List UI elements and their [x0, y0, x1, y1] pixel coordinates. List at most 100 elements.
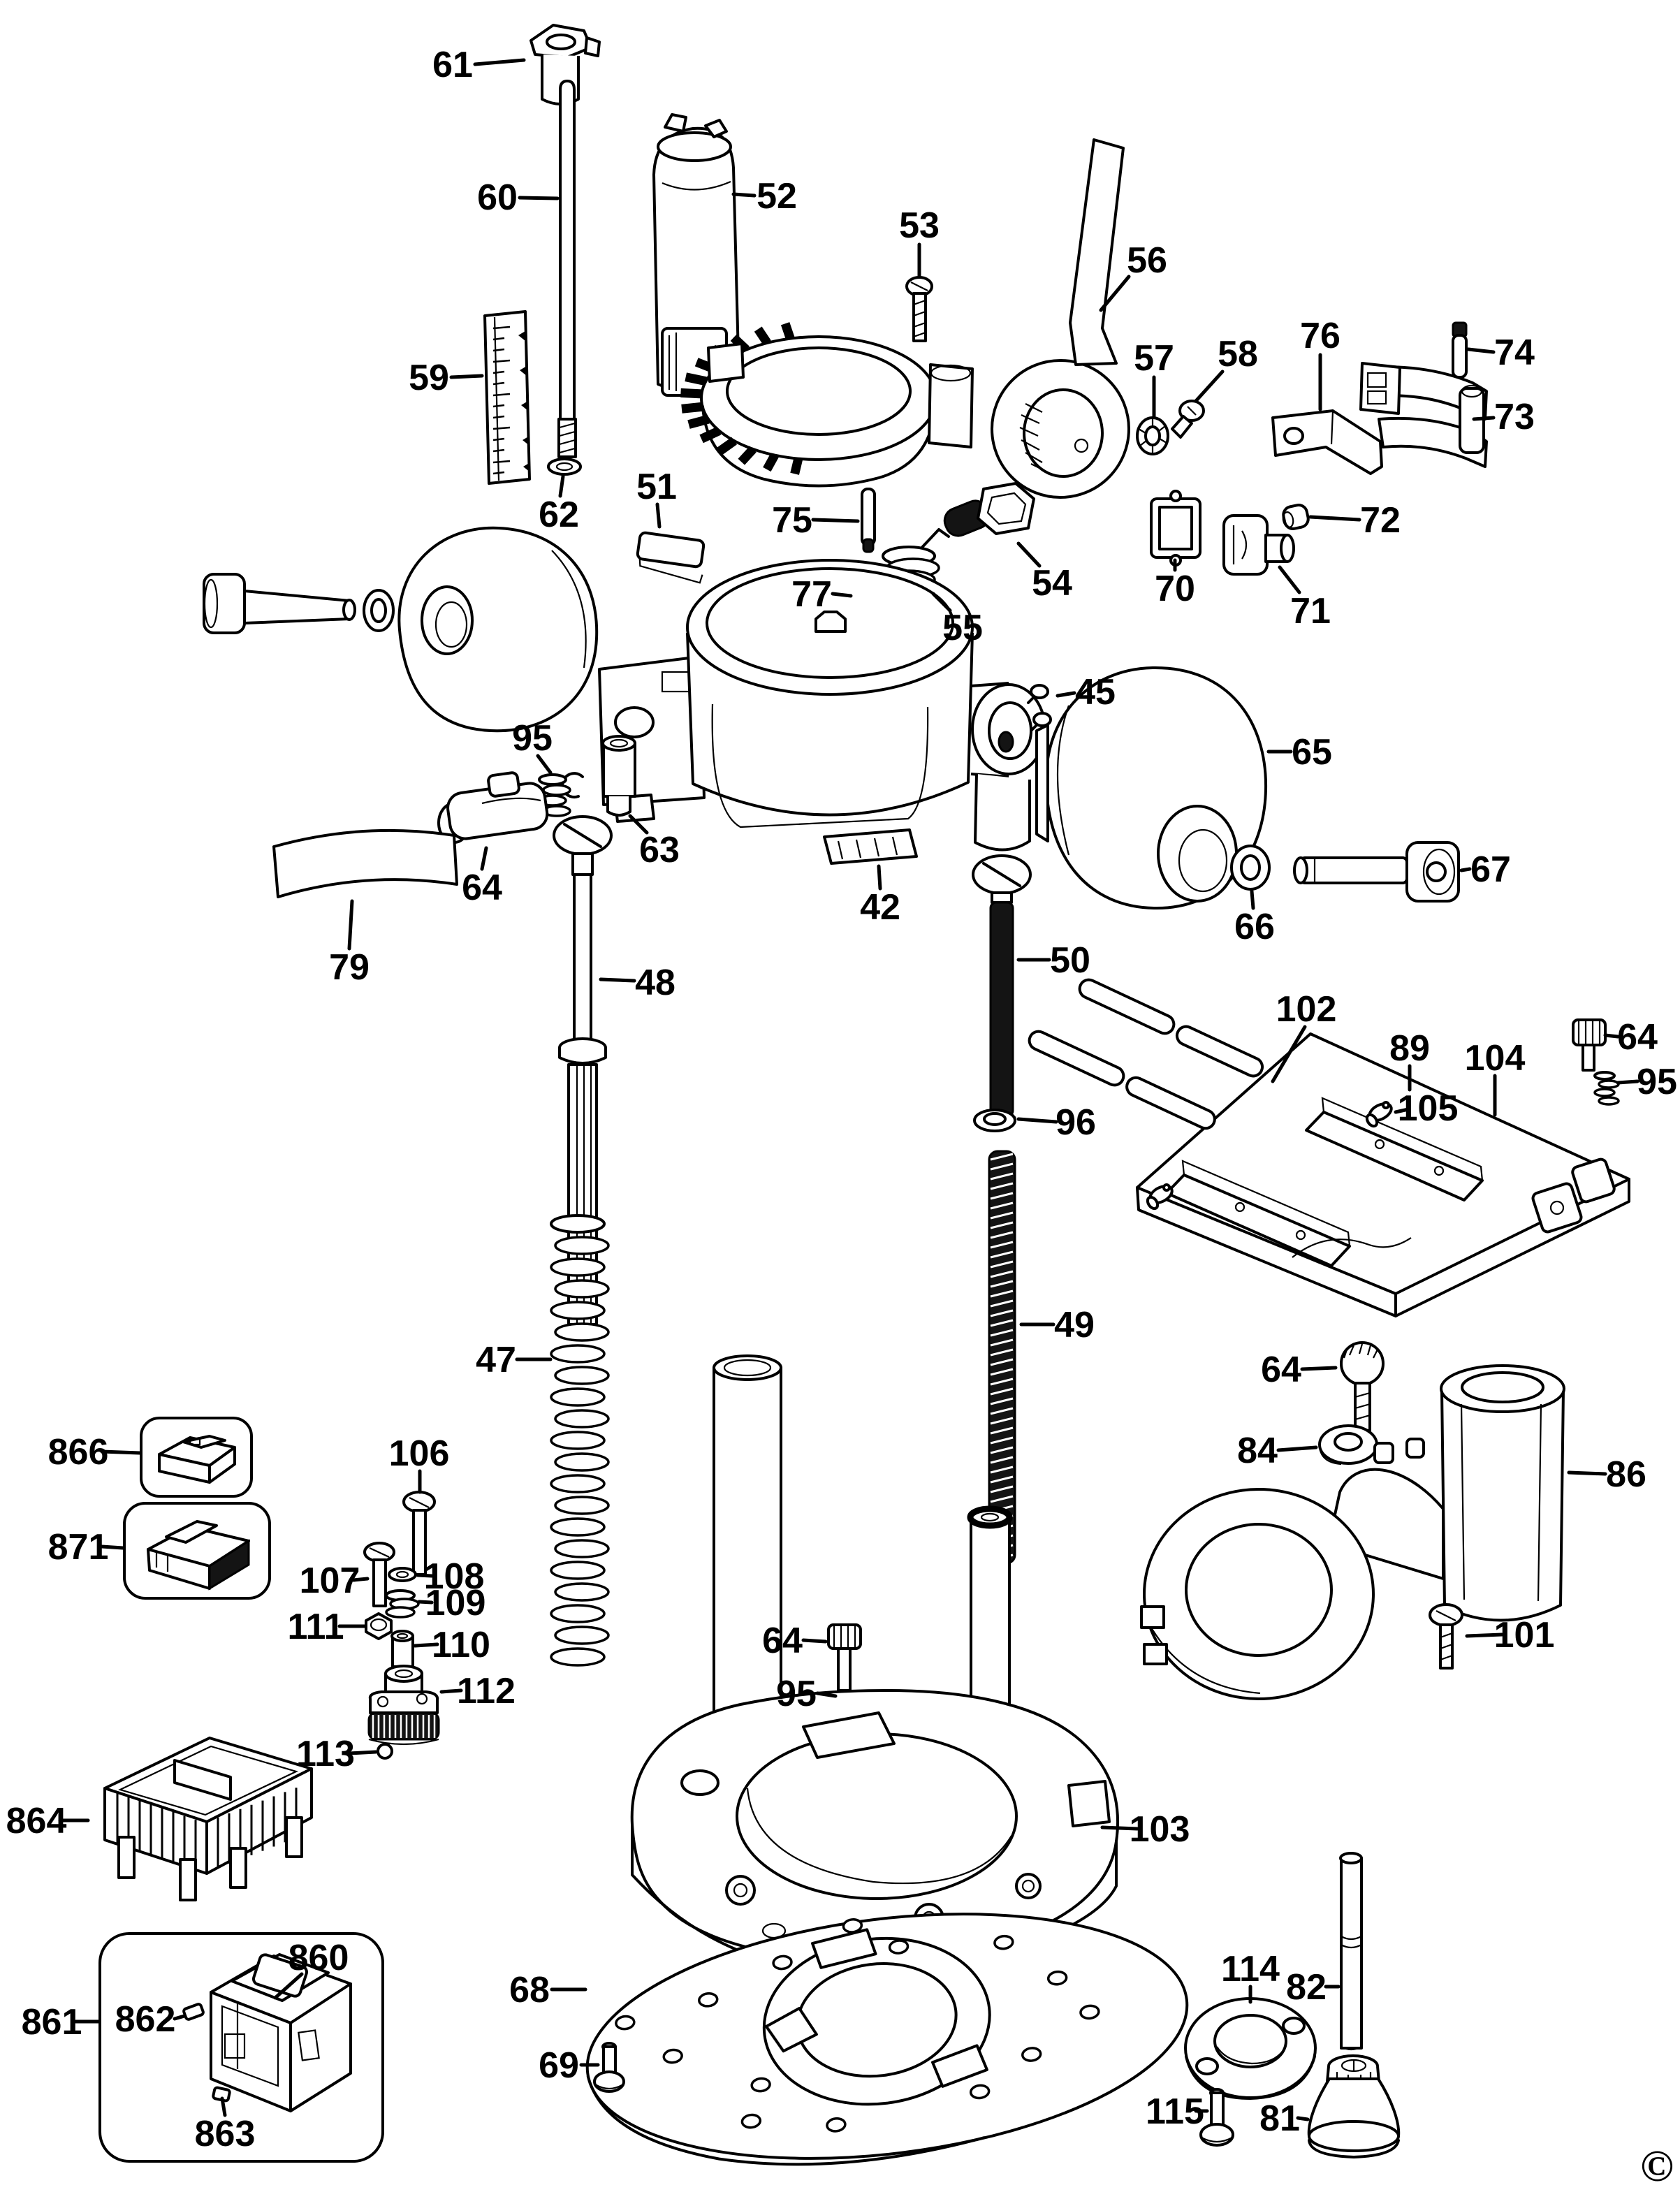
leader-line-51 — [655, 502, 662, 529]
cam-112-drawing — [367, 1665, 440, 1746]
leader-line-107 — [351, 1577, 370, 1582]
grommet-84-drawing — [1318, 1424, 1378, 1466]
part-label-42: 42 — [860, 887, 900, 928]
nut-111-drawing — [365, 1612, 393, 1640]
part-label-95: 95 — [776, 1674, 817, 1714]
kitbox-box-861 — [98, 1932, 384, 2163]
sleeve-110-drawing — [390, 1630, 414, 1671]
part-label-77: 77 — [791, 574, 832, 615]
part-label-111: 111 — [287, 1607, 344, 1647]
depth-rod-60-drawing — [557, 80, 577, 458]
leader-line-61 — [473, 58, 526, 66]
part-label-57: 57 — [1134, 338, 1174, 379]
leader-line-48 — [599, 977, 636, 983]
leader-line-52 — [731, 192, 757, 198]
spring-109-drawing — [385, 1589, 420, 1619]
part-label-103: 103 — [1130, 1809, 1190, 1850]
part-label-108: 108 — [424, 1556, 485, 1597]
leader-line-96 — [1016, 1117, 1058, 1124]
rod-60-thread — [557, 418, 577, 458]
part-label-96: 96 — [1056, 1102, 1096, 1143]
part-label-81: 81 — [1259, 2098, 1300, 2139]
part-label-866: 866 — [48, 1432, 109, 1473]
leader-line-862 — [173, 2014, 187, 2021]
pad-51-drawing — [636, 531, 706, 584]
ball-113-drawing — [377, 1743, 393, 1760]
part-label-62: 62 — [539, 495, 579, 535]
depth-stop-knob-61-drawing — [529, 24, 601, 105]
part-label-862: 862 — [115, 1999, 176, 2040]
left-handle-bolt-drawing — [203, 573, 356, 634]
bracket-76-drawing — [1271, 409, 1383, 475]
guide-bush-114-drawing — [1184, 1997, 1317, 2100]
part-label-76: 76 — [1300, 316, 1341, 356]
leader-line-871 — [100, 1544, 125, 1550]
part-label-49: 49 — [1054, 1305, 1095, 1345]
part-label-871: 871 — [48, 1527, 109, 1568]
leader-line-42 — [877, 864, 882, 891]
edge-guide-89-drawing — [1136, 1032, 1630, 1317]
leader-line-54 — [1016, 541, 1042, 568]
part-label-51: 51 — [636, 467, 677, 507]
part-label-69: 69 — [539, 2045, 579, 2086]
part-label-67: 67 — [1470, 849, 1511, 890]
washer-62-drawing — [547, 458, 582, 476]
part-label-64: 64 — [762, 1621, 803, 1661]
leader-line-101 — [1465, 1632, 1504, 1638]
sole-plate-68-drawing — [585, 1913, 1189, 2166]
leader-line-81 — [1296, 2116, 1310, 2121]
part-label-55: 55 — [942, 608, 983, 648]
link-73-drawing — [1359, 362, 1488, 468]
part-label-45: 45 — [1075, 672, 1116, 713]
pin-72-drawing — [1282, 504, 1310, 530]
adjust-rod-50-drawing — [972, 854, 1032, 1118]
plunge-spring-47-drawing — [550, 1214, 610, 1667]
leader-line-95 — [1616, 1079, 1639, 1085]
charger-871-drawing — [147, 1520, 250, 1591]
leader-line-77 — [831, 592, 853, 598]
pin-75-drawing — [861, 488, 876, 553]
kitbox-860-drawing — [210, 1953, 352, 2112]
leader-line-73 — [1472, 416, 1496, 421]
leader-line-112 — [439, 1688, 463, 1694]
part-label-86: 86 — [1606, 1454, 1646, 1495]
leader-line-64 — [480, 846, 488, 871]
leader-line-79 — [347, 899, 354, 951]
leader-line-86 — [1567, 1470, 1607, 1476]
battery-866-drawing — [158, 1435, 236, 1484]
leader-line-56 — [1099, 275, 1131, 312]
leader-line-63 — [628, 814, 649, 835]
part-label-50: 50 — [1050, 940, 1090, 981]
wing-screw-left — [1146, 1183, 1174, 1211]
part-label-56: 56 — [1127, 240, 1167, 281]
leader-line-103 — [1100, 1825, 1139, 1831]
leader-line-64 — [1603, 1033, 1620, 1039]
part-label-48: 48 — [635, 963, 675, 1003]
part-label-53: 53 — [899, 205, 940, 246]
screw-107-drawing — [363, 1542, 395, 1607]
part-label-73: 73 — [1494, 397, 1535, 437]
part-label-95: 95 — [512, 718, 553, 759]
spring-95-guide-drawing — [1593, 1071, 1620, 1106]
screw-69-drawing — [593, 2042, 625, 2093]
part-label-104: 104 — [1465, 1038, 1526, 1079]
latch-71-drawing — [1222, 514, 1295, 576]
copyright-symbol: © — [1640, 2141, 1674, 2191]
housing-42-drawing — [598, 559, 1046, 865]
leader-line-860 — [273, 1972, 304, 2000]
thumb-screw-64-guide-drawing — [1572, 1018, 1607, 1072]
leader-line-113 — [347, 1750, 378, 1755]
leader-line-55 — [931, 592, 952, 613]
leader-line-108 — [416, 1573, 434, 1578]
leader-line-62 — [558, 474, 565, 498]
dust-adapter-86-drawing — [1140, 1364, 1565, 1700]
tray-864-drawing — [103, 1737, 313, 1901]
charger-box-871 — [123, 1502, 271, 1600]
part-label-59: 59 — [409, 358, 449, 398]
part-label-109: 109 — [425, 1583, 486, 1623]
bolt-67-drawing — [1293, 841, 1460, 903]
part-label-58: 58 — [1218, 334, 1258, 374]
motor-cap-52-drawing — [652, 113, 740, 397]
part-label-115: 115 — [1146, 2091, 1204, 2132]
part-label-863: 863 — [195, 2114, 256, 2154]
